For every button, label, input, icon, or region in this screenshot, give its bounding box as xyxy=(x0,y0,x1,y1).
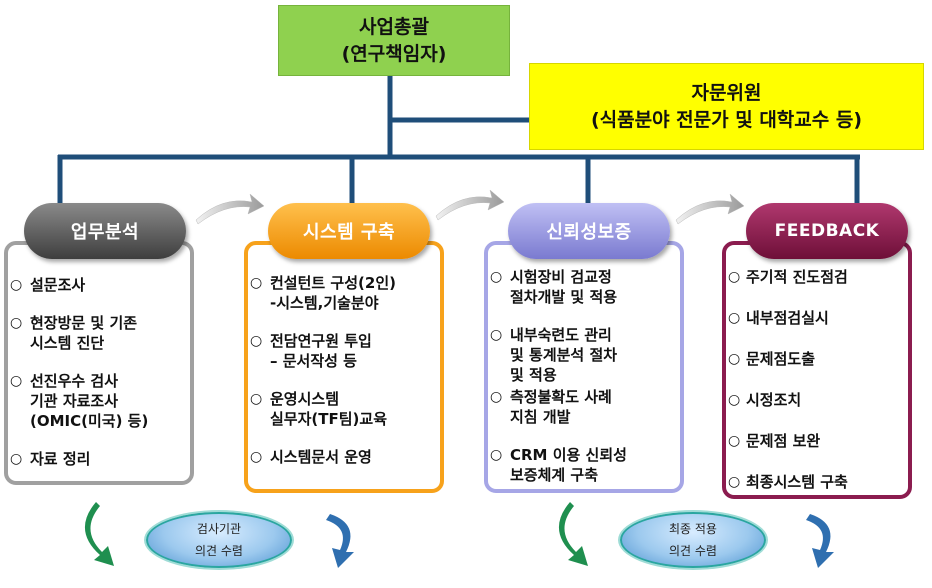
stage-item: ○문제점도출 xyxy=(728,350,816,368)
circle-bullet-icon: ○ xyxy=(10,315,23,331)
circle-bullet-icon: ○ xyxy=(490,389,503,405)
advisory-title: 자문위원 xyxy=(691,81,762,104)
stage-item: ○시스템문서 운영 xyxy=(250,448,372,466)
stage-item: ○전담연구원 투입 – 문서작성 등 xyxy=(250,332,372,370)
circle-bullet-icon: ○ xyxy=(490,269,503,285)
stage-item: ○현장방문 및 기존 시스템 진단 xyxy=(10,314,138,352)
stage-item: ○문제점 보완 xyxy=(728,432,821,450)
stage-item: ○내부점검실시 xyxy=(728,309,829,327)
stage-item: ○자료 정리 xyxy=(10,450,91,468)
lead-title: 사업총괄 xyxy=(359,15,429,38)
circle-bullet-icon: ○ xyxy=(10,373,23,389)
cycle-arrow-blue-1 xyxy=(326,514,354,568)
flow-arrow-2 xyxy=(435,189,505,221)
cycle-arrow-green-1 xyxy=(84,502,114,566)
circle-bullet-icon: ○ xyxy=(728,392,741,408)
circle-bullet-icon: ○ xyxy=(250,275,263,291)
cycle-line1: 최종 적용 xyxy=(669,522,717,536)
cycle-ellipse-final: 최종 적용 의견 수렴 xyxy=(620,512,766,568)
stage-item: ○시험장비 검교정 절차개발 및 적용 xyxy=(490,268,618,306)
stage-panel-analysis: ○설문조사 ○현장방문 및 기존 시스템 진단 ○선진우수 검사 기관 자료조사… xyxy=(4,241,194,485)
circle-bullet-icon: ○ xyxy=(10,277,23,293)
cycle-arrow-blue-2 xyxy=(806,514,834,568)
advisory-box: 자문위원 (식품분야 전문가 및 대학교수 등) xyxy=(529,63,924,150)
stage-panel-reliability: ○시험장비 검교정 절차개발 및 적용 ○내부숙련도 관리 및 통계분석 절차 … xyxy=(484,241,684,493)
lead-subtitle: (연구책임자) xyxy=(341,42,447,65)
stage-item: ○내부숙련도 관리 및 통계분석 절차 및 적용 xyxy=(490,326,618,384)
circle-bullet-icon: ○ xyxy=(728,269,741,285)
circle-bullet-icon: ○ xyxy=(250,449,263,465)
circle-bullet-icon: ○ xyxy=(490,447,503,463)
circle-bullet-icon: ○ xyxy=(10,451,23,467)
stage-item: ○컨설턴트 구성(2인) -시스템,기술분야 xyxy=(250,274,396,312)
stage-item: ○측정불확도 사례 지침 개발 xyxy=(490,388,612,426)
circle-bullet-icon: ○ xyxy=(728,433,741,449)
stage-panel-feedback: ○주기적 진도점검 ○내부점검실시 ○문제점도출 ○시정조치 ○문제점 보완 ○… xyxy=(722,241,912,499)
lead-box: 사업총괄 (연구책임자) xyxy=(278,5,510,76)
stage-item: ○최종시스템 구축 xyxy=(728,473,848,491)
circle-bullet-icon: ○ xyxy=(728,474,741,490)
cycle-line2: 의견 수렴 xyxy=(195,544,243,558)
circle-bullet-icon: ○ xyxy=(490,327,503,343)
cycle-ellipse-inspection: 검사기관 의견 수렴 xyxy=(146,512,292,568)
stage-item: ○시정조치 xyxy=(728,391,802,409)
stage-pill-feedback: FEEDBACK xyxy=(746,203,908,259)
cycle-line2: 의견 수렴 xyxy=(669,544,717,558)
stage-item: ○선진우수 검사 기관 자료조사 (OMIC(미국) 등) xyxy=(10,372,149,430)
cycle-arrow-green-2 xyxy=(558,502,588,566)
circle-bullet-icon: ○ xyxy=(250,333,263,349)
stage-item: ○CRM 이용 신뢰성 보증체계 구축 xyxy=(490,446,627,484)
flow-arrow-3 xyxy=(675,193,745,225)
stage-item: ○설문조사 xyxy=(10,276,86,294)
circle-bullet-icon: ○ xyxy=(250,391,263,407)
stage-pill-reliability: 신뢰성보증 xyxy=(508,203,670,259)
stage-item: ○주기적 진도점검 xyxy=(728,268,848,286)
stage-item: ○운영시스템 실무자(TF팀)교육 xyxy=(250,390,387,428)
stage-pill-analysis: 업무분석 xyxy=(24,203,186,259)
cycle-line1: 검사기관 xyxy=(196,522,242,536)
circle-bullet-icon: ○ xyxy=(728,351,741,367)
stage-pill-system: 시스템 구축 xyxy=(268,203,430,259)
advisory-subtitle: (식품분야 전문가 및 대학교수 등) xyxy=(590,108,863,131)
circle-bullet-icon: ○ xyxy=(728,310,741,326)
flow-arrow-1 xyxy=(195,193,265,225)
stage-panel-system: ○컨설턴트 구성(2인) -시스템,기술분야 ○전담연구원 투입 – 문서작성 … xyxy=(244,241,444,493)
